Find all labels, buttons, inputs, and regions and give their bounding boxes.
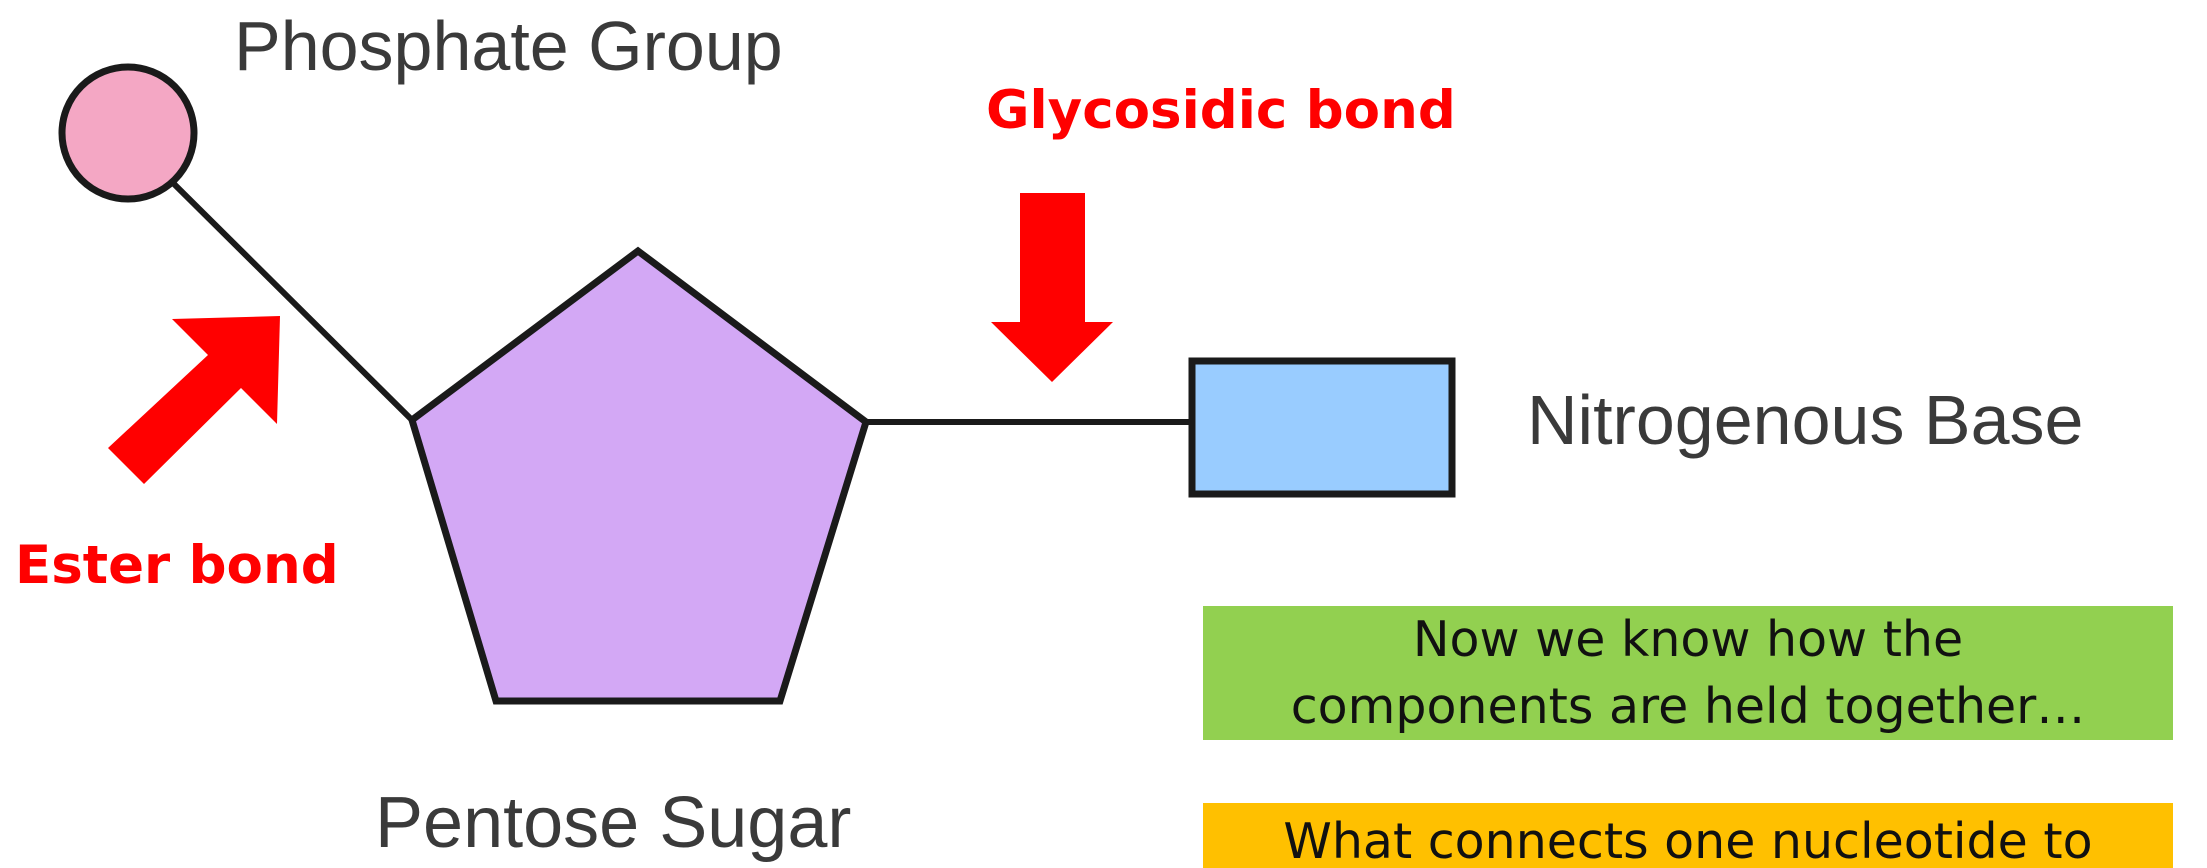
phosphate-group-label: Phosphate Group bbox=[234, 7, 783, 85]
phosphate-circle bbox=[58, 63, 198, 203]
nitrogenous-base-label: Nitrogenous Base bbox=[1527, 381, 2084, 459]
green-note-line-2: components are held together… bbox=[1290, 678, 2086, 735]
green-note-line-1: Now we know how the bbox=[1412, 611, 1964, 668]
ester-bond-label: Ester bond bbox=[15, 535, 339, 596]
orange-question-box: What connects one nucleotide to bbox=[1203, 803, 2173, 868]
orange-question-line-1: What connects one nucleotide to bbox=[1283, 813, 2093, 868]
ester-bond-line bbox=[167, 177, 415, 423]
nitrogenous-base-rect bbox=[1188, 357, 1456, 498]
ester-arrow-icon bbox=[108, 316, 280, 484]
glycosidic-arrow-icon bbox=[991, 193, 1113, 382]
glycosidic-bond-label: Glycosidic bond bbox=[986, 80, 1456, 141]
pentose-sugar-pentagon bbox=[407, 246, 871, 705]
green-note-box: Now we know how the components are held … bbox=[1203, 606, 2173, 740]
pentose-sugar-label: Pentose Sugar bbox=[375, 783, 852, 863]
